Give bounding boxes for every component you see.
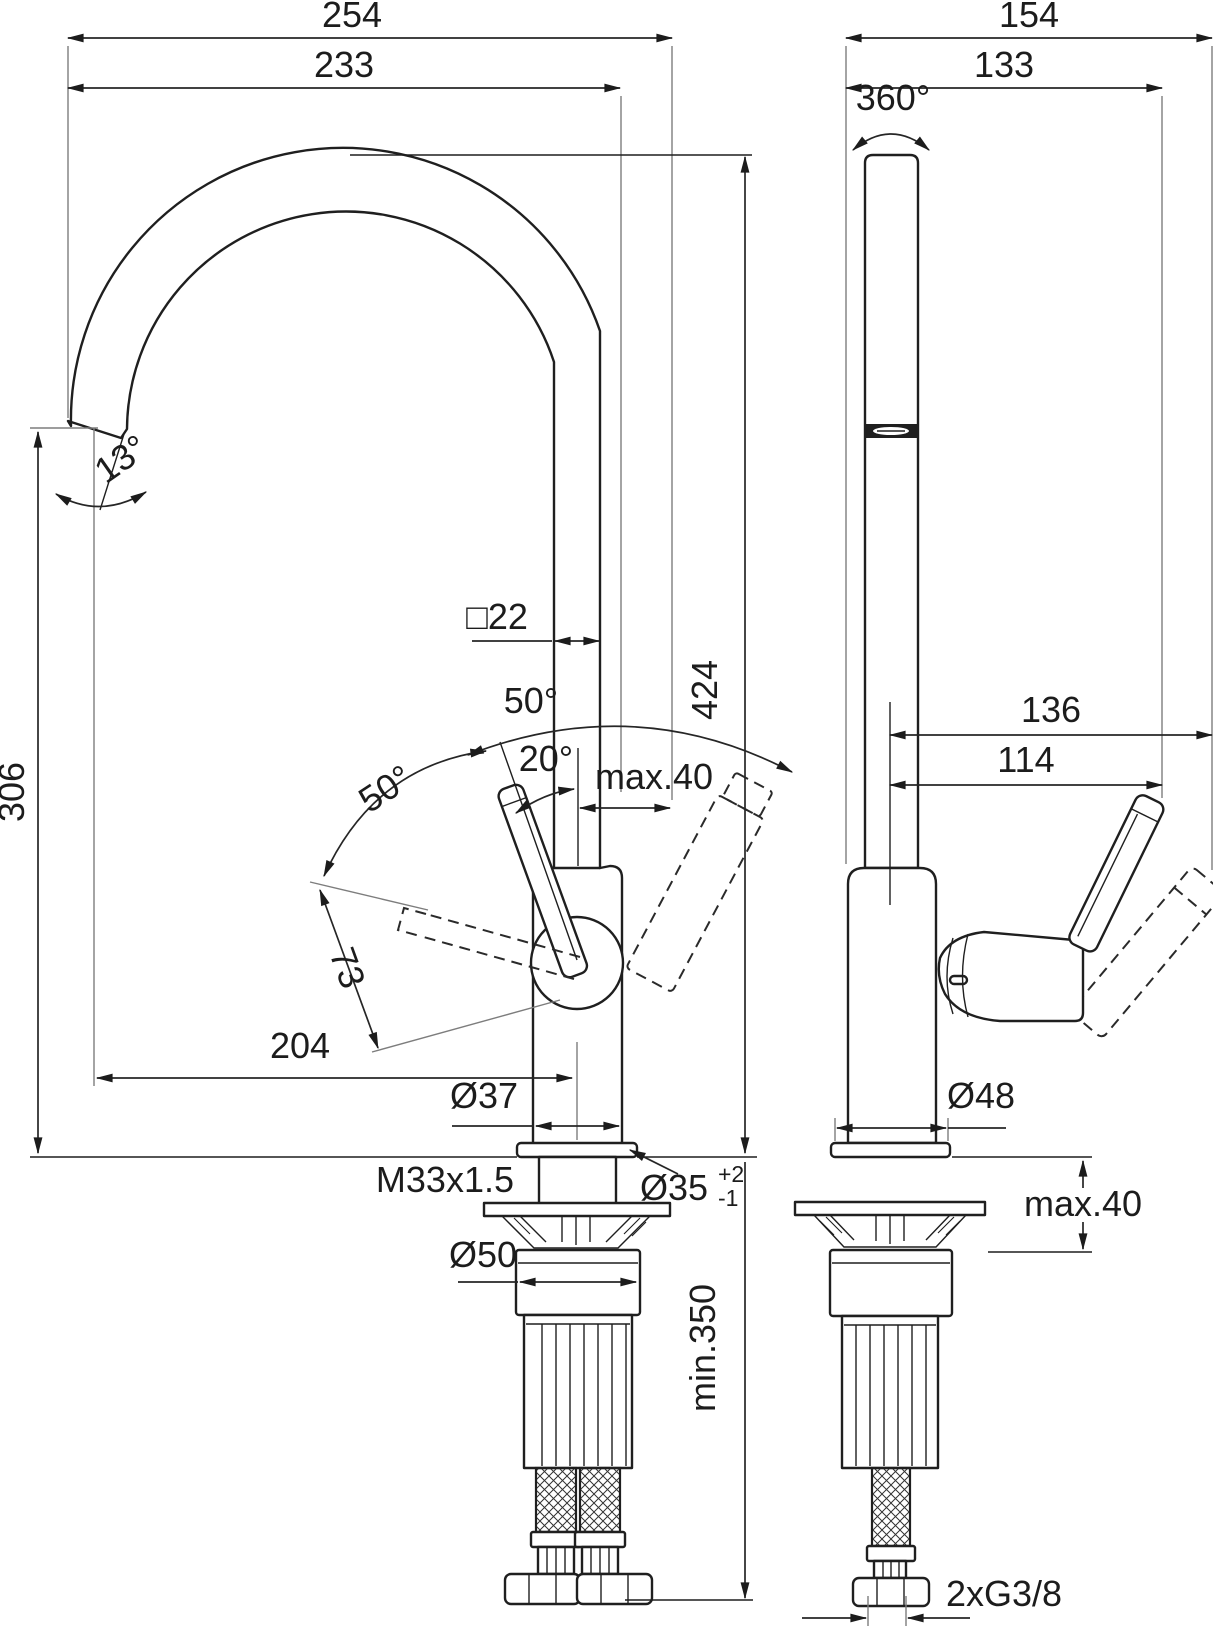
hose-right [578,1466,622,1534]
dim-233-label: 233 [314,44,374,85]
dim-50deg-lower-arc [323,748,488,878]
hose-side [870,1466,912,1548]
fixing-washer-side [793,1200,987,1248]
dim-50deg-upper-arc [466,725,794,773]
dim-d37-label: Ø37 [450,1075,518,1116]
hose-left [534,1466,578,1534]
hose-thread-right [580,1545,620,1576]
lever-side-dashed [1071,867,1213,1038]
dim-d48-label: Ø48 [947,1075,1015,1116]
dim-204-label: 204 [270,1025,330,1066]
dim-136-label: 136 [1021,689,1081,730]
riser-column-side [863,153,920,870]
dim-max40-front-label: max.40 [595,756,713,797]
dim-20deg-label: 20° [519,738,573,779]
cartridge-housing [937,930,1085,1023]
reference-lines-front [99,154,753,1601]
lever-front [497,783,589,979]
dim-g38-label: 2xG3/8 [946,1573,1062,1614]
lever-side [1068,794,1165,953]
dim-d35-tol-minus: -1 [718,1185,738,1211]
dim-m33-label: M33x1.5 [376,1159,514,1200]
hose-thread-left [536,1545,576,1576]
dim-sq22-label: □22 [466,596,528,637]
dim-d35-label: Ø35 [640,1167,708,1208]
hose-nut-side [851,1576,931,1608]
dim-13deg-label: 13° [87,426,155,491]
hose-nut-left [503,1572,582,1606]
side-dimensions: 154 133 360° 136 114 Ø48 max.40 2xG3/8 [802,0,1213,1626]
dim-424-label: 424 [684,660,725,720]
fixing-washer-front [482,1201,672,1249]
deck-flange-side [829,1141,952,1159]
dim-254-label: 254 [322,0,382,35]
dim-306-label: 306 [0,762,32,822]
dim-73-line [319,888,379,1050]
dim-154-label: 154 [999,0,1059,35]
side-view [793,153,1213,1608]
extension-lines-side [834,46,1213,1626]
dim-360deg-label: 360° [856,77,930,118]
spout-outline [66,146,602,870]
front-dimensions: 254 233 13° 306 424 min.350 □22 50° 20° … [0,0,794,1601]
hose-nut-right [575,1572,654,1606]
dim-min350-label: min.350 [682,1284,723,1412]
dim-d35-tol-plus: +2 [718,1161,744,1187]
deck-flange-front [515,1141,639,1159]
fluted-sleeve-side [840,1314,940,1470]
hose-collar-right [573,1530,627,1549]
fluted-sleeve-front [522,1313,634,1470]
body-outline-side [846,866,938,1145]
dim-13deg-arc [54,491,148,508]
dim-d50-label: Ø50 [449,1234,517,1275]
dim-114-label: 114 [997,739,1054,780]
lever-front-dashed [396,906,581,980]
dim-50deg-lower-label: 50° [351,756,419,820]
spout-swivel-dashed [626,772,773,992]
aerator-band [866,424,917,438]
fixing-nut-side [828,1248,954,1318]
dim-d35-leader [628,1149,679,1175]
dim-133-label: 133 [974,44,1034,85]
threaded-shank [537,1155,618,1207]
dim-max40-side-label: max.40 [1024,1183,1142,1224]
body-detail-oval [948,974,969,986]
hose-collar-left [529,1530,583,1549]
dim-73-label: 73 [322,942,374,994]
hose-collar-side [865,1544,917,1563]
dim-360deg-arc [852,133,930,151]
front-view [66,146,773,1606]
hose-thread-side [872,1559,908,1580]
dim-20deg-arc [515,786,576,814]
dim-50deg-upper-label: 50° [504,680,558,721]
